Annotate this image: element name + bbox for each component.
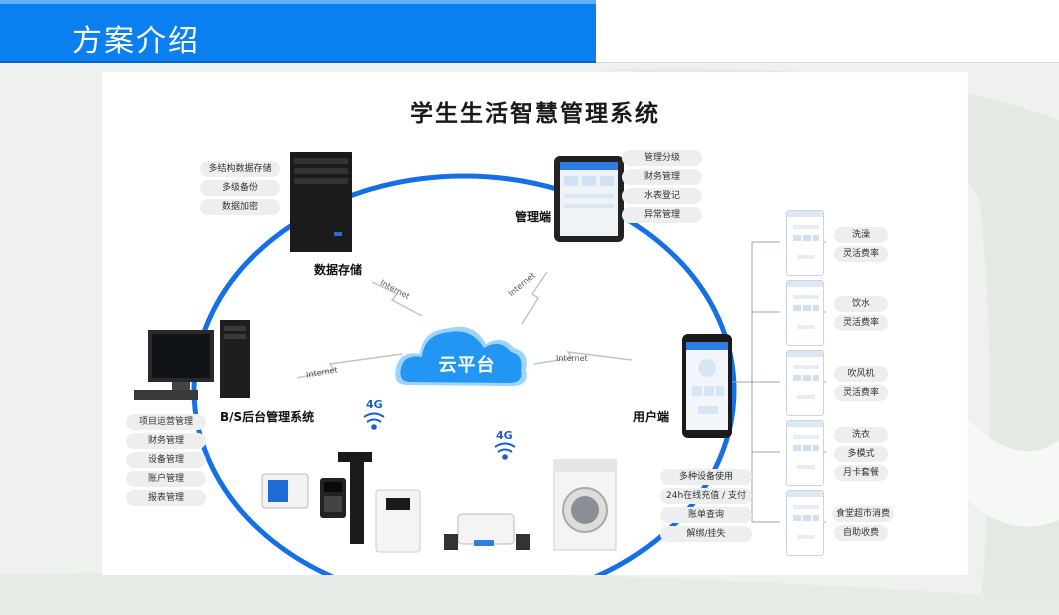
user-feature-pill: 多种设备使用	[660, 469, 752, 485]
phone-screen-thumbnail	[786, 350, 824, 416]
node-storage-label: 数据存储	[314, 263, 363, 277]
phone-screen-thumbnail	[786, 420, 824, 486]
service-pill-drinking: 饮水	[834, 296, 888, 312]
backend-feature-pill: 财务管理	[126, 433, 206, 449]
backend-feature-pill: 账户管理	[126, 471, 206, 487]
service-pill-selfpay: 自助收费	[834, 525, 888, 541]
wifi-icon	[363, 412, 385, 430]
phone-screen-thumbnail	[786, 280, 824, 346]
service-pill-rate: 灵活费率	[834, 246, 888, 262]
admin-feature-pill: 异常管理	[622, 207, 702, 223]
internet-label: Internet	[556, 354, 588, 363]
link-backend	[296, 353, 403, 379]
service-pill-canteen: 食堂超市消费	[832, 506, 894, 522]
4g-label: 4G	[366, 398, 383, 411]
user-feature-pill: 解绑/挂失	[660, 526, 752, 542]
service-pill-shower: 洗澡	[834, 227, 888, 243]
wifi-icon	[494, 442, 516, 460]
service-pill-laundry: 洗衣	[834, 427, 888, 443]
server-icon	[290, 152, 352, 252]
admin-feature-pill: 水表登记	[622, 188, 702, 204]
service-connectors	[732, 241, 826, 523]
hair-dryer-station-icon	[444, 513, 530, 550]
4g-label: 4G	[496, 429, 513, 442]
service-pill-hairdryer: 吹风机	[834, 366, 888, 382]
backend-feature-pill: 项目运营管理	[126, 414, 206, 430]
header-bar: 方案介绍	[0, 0, 596, 63]
water-dispenser-icon	[375, 489, 421, 553]
link-user	[533, 351, 633, 365]
tablet-icon	[554, 156, 624, 242]
storage-feature-pill: 数据加密	[200, 199, 280, 215]
service-pill-rate: 灵活费率	[834, 385, 888, 401]
service-pill-monthly: 月卡套餐	[834, 465, 888, 481]
diagram-graphics	[134, 152, 826, 575]
cloud-platform-label: 云平台	[438, 355, 496, 376]
link-admin	[521, 271, 548, 325]
storage-feature-pill: 多结构数据存储	[200, 161, 280, 177]
card-reader-icon	[261, 473, 309, 509]
desktop-pc-icon	[134, 320, 250, 400]
phone-screen-thumbnail	[786, 490, 824, 556]
washing-machine-icon	[553, 459, 617, 551]
header-right-area	[596, 0, 1059, 63]
node-user-label: 用户端	[633, 410, 670, 424]
service-pill-rate: 灵活费率	[834, 315, 888, 331]
diagram-title: 学生生活智慧管理系统	[410, 101, 660, 127]
backend-feature-pill: 设备管理	[126, 452, 206, 468]
header-title: 方案介绍	[72, 24, 200, 59]
node-backend-label: B/S后台管理系统	[220, 410, 315, 424]
smartphone-icon	[682, 334, 732, 438]
user-feature-pill: 账单查询	[660, 507, 752, 523]
node-admin-label: 管理端	[515, 210, 552, 224]
shower-controller-icon	[338, 452, 372, 544]
cloud-icon	[395, 326, 527, 386]
service-pill-multimode: 多模式	[834, 446, 888, 462]
storage-feature-pill: 多级备份	[200, 180, 280, 196]
diagram-panel: 学生生活智慧管理系统	[102, 72, 968, 575]
link-storage	[371, 281, 423, 317]
backend-feature-pill: 报表管理	[126, 490, 206, 506]
user-feature-pill: 24h在线充值 / 支付	[660, 488, 752, 504]
phone-screen-thumbnail	[786, 210, 824, 276]
keypad-terminal-icon	[320, 478, 346, 518]
admin-feature-pill: 管理分级	[622, 150, 702, 166]
admin-feature-pill: 财务管理	[622, 169, 702, 185]
